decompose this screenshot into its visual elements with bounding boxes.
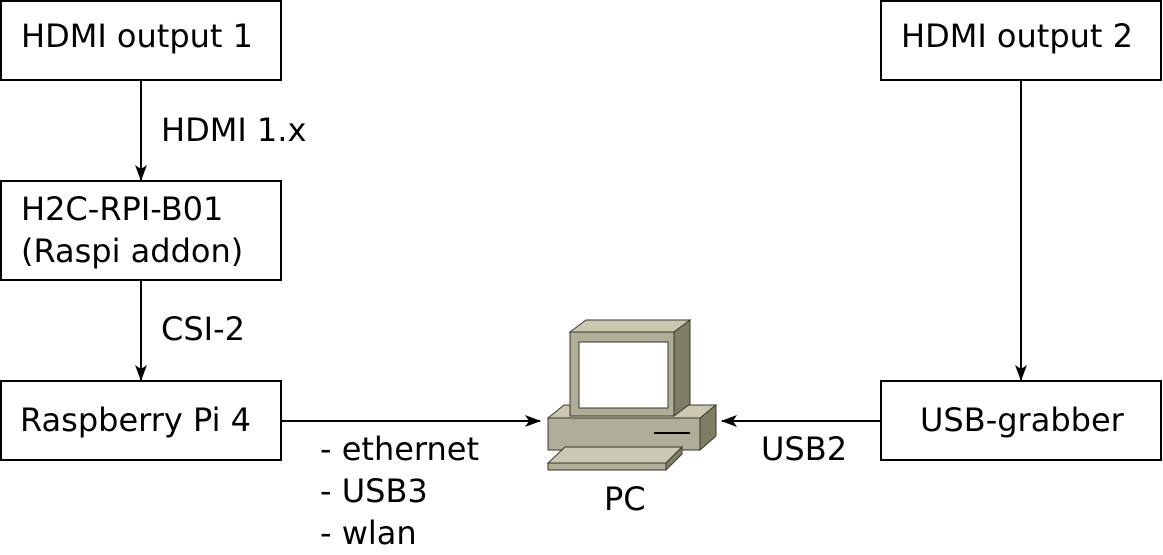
node-hdmi-output-2-label: HDMI output 2 (901, 17, 1133, 55)
node-hdmi-output-2: HDMI output 2 (880, 0, 1162, 81)
edge-usb2-label: USB2 (761, 430, 847, 468)
pc-base-side (699, 403, 717, 452)
node-h2c-label-line1: H2C-RPI-B01 (21, 190, 223, 228)
edge-raspi-pc-label-1: - ethernet (320, 430, 479, 468)
pc-screen (578, 341, 669, 409)
node-hdmi-output-1-label: HDMI output 1 (21, 17, 253, 55)
pc-keyboard-top (546, 446, 684, 464)
edge-raspi-pc-label-2: - USB3 (320, 472, 428, 510)
pc-icon (546, 319, 718, 472)
pc-monitor-side (673, 319, 691, 417)
node-raspberry-pi-label: Raspberry Pi 4 (20, 401, 251, 439)
pc-keyboard-side (665, 445, 683, 472)
pc-monitor-top (568, 319, 692, 333)
node-usb-grabber-label: USB-grabber (920, 401, 1125, 439)
pc-label: PC (604, 480, 646, 518)
edge-hdmi-label: HDMI 1.x (161, 111, 306, 149)
edge-csi-label: CSI-2 (161, 310, 245, 348)
edge-raspi-pc-label-3: - wlan (320, 514, 417, 552)
node-hdmi-output-1: HDMI output 1 (0, 0, 282, 81)
node-h2c-rpi-b01: H2C-RPI-B01 (Raspi addon) (0, 180, 282, 281)
node-raspberry-pi: Raspberry Pi 4 (0, 380, 282, 461)
node-usb-grabber: USB-grabber (880, 380, 1162, 461)
node-h2c-label-line2: (Raspi addon) (21, 232, 243, 270)
pc-keyboard-front (547, 462, 667, 471)
